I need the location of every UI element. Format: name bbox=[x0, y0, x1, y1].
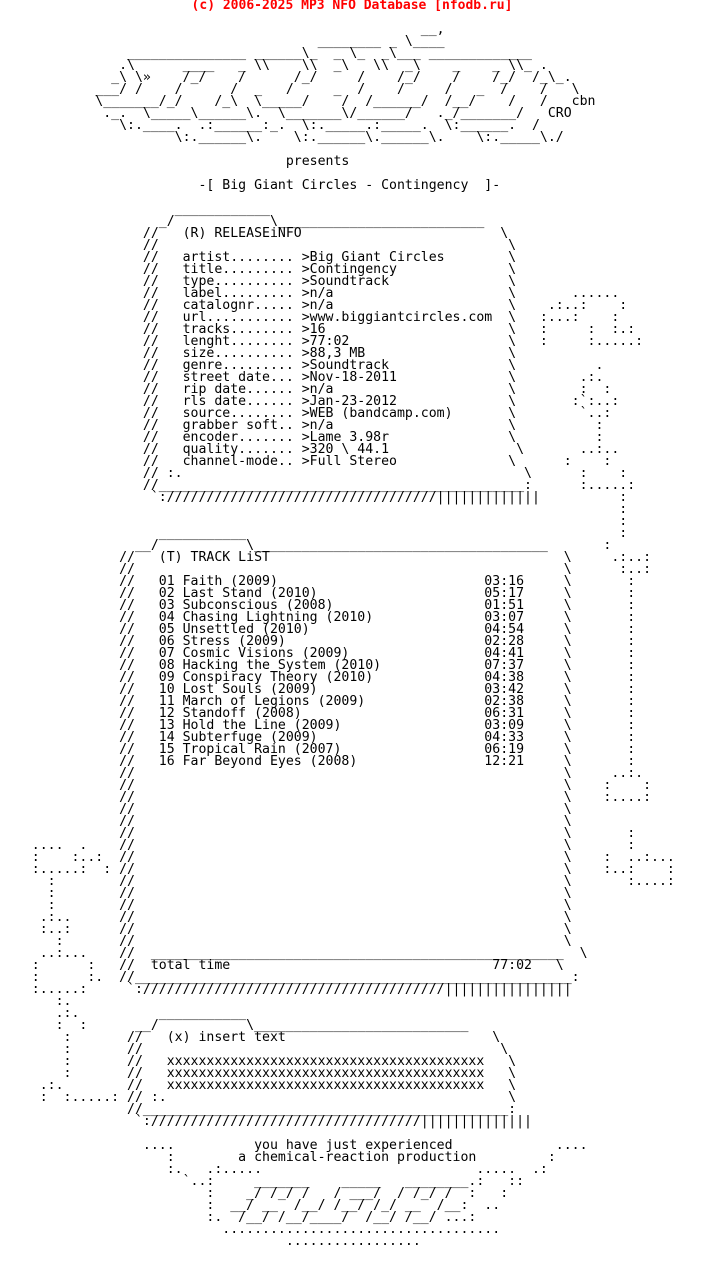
site-credit-header: (c) 2006-2025 MP3 NFO Database [nfodb.ru… bbox=[191, 0, 513, 13]
nfo-ascii-document: __, ________ _ \____ _______________ ___… bbox=[31, 22, 675, 1249]
